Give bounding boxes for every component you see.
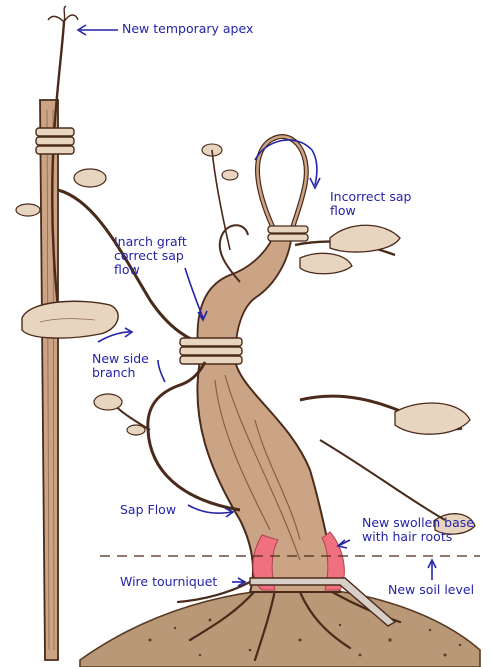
- upper-trunk: [197, 232, 292, 348]
- label-sap-flow: Sap Flow: [120, 503, 176, 517]
- soil-mound: [80, 588, 480, 667]
- loop-binding: [268, 226, 308, 241]
- label-new-swollen-base: New swollen base with hair roots: [362, 516, 474, 544]
- label-line: New swollen base: [362, 516, 474, 530]
- label-line: New side: [92, 352, 149, 366]
- stake-tie: [36, 128, 74, 154]
- graft-binding: [180, 338, 242, 364]
- label-text: New temporary apex: [122, 22, 253, 36]
- label-incorrect-sap-flow: Incorrect sap flow: [330, 190, 411, 218]
- sap-branch-foliage: [94, 394, 145, 435]
- label-line: with hair roots: [362, 530, 474, 544]
- right-foliage: [300, 225, 475, 534]
- label-wire-tourniquet: Wire tourniquet: [120, 575, 217, 589]
- side-branch-foliage: [22, 301, 118, 338]
- label-line: Inarch graft: [114, 235, 187, 249]
- label-new-soil-level: New soil level: [388, 583, 474, 597]
- label-line: correct sap: [114, 249, 187, 263]
- label-line: branch: [92, 366, 149, 380]
- top-loop: [257, 137, 306, 232]
- label-line: flow: [114, 263, 187, 277]
- label-line: Incorrect sap: [330, 190, 411, 204]
- label-new-side-branch: New side branch: [92, 352, 149, 380]
- label-text: New soil level: [388, 583, 474, 597]
- label-text: Wire tourniquet: [120, 575, 217, 589]
- label-new-temporary-apex: New temporary apex: [122, 22, 253, 36]
- label-inarch-graft: Inarch graft correct sap flow: [114, 235, 187, 277]
- apex-foliage: [16, 169, 106, 216]
- label-text: Sap Flow: [120, 503, 176, 517]
- label-line: flow: [330, 204, 411, 218]
